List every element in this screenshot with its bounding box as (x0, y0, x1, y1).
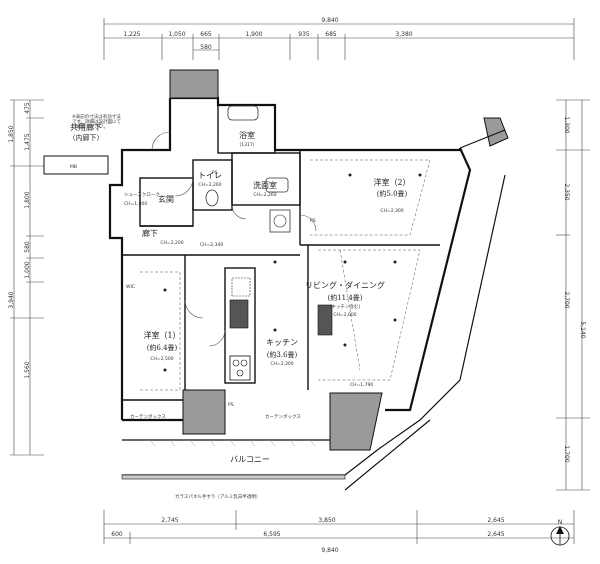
top-dimensions (103, 18, 575, 60)
note-line-3: ご確認ください。 (72, 123, 108, 130)
top-dim-1: 1,225 (123, 31, 140, 38)
left-dim-6: 1,000 (24, 261, 31, 278)
left-dim-1: 475 (24, 102, 31, 114)
label-western2-size: (約5.0畳) (377, 189, 408, 198)
label-corridor-common: 共用廊下 (70, 122, 102, 132)
washing-machine (269, 209, 291, 233)
note-line-1: ※表記の寸法は有効寸法 (72, 113, 121, 120)
label-washroom-ch: CH=2,260 (253, 192, 276, 198)
right-dim-2: 2,350 (563, 183, 570, 200)
door-swings (151, 131, 317, 347)
note-balcony-rail: ガラスパネル手すり（アルミ乳白半透明） (175, 493, 260, 500)
ceiling-lights (163, 173, 422, 372)
label-western2-ch: CH=2,300 (380, 208, 403, 214)
shaft-block-top (169, 69, 219, 99)
label-ch-1800: CH=1,800 (124, 201, 147, 207)
right-dim-5: 1,700 (563, 445, 570, 462)
label-living-note: (キッチン含む) (330, 303, 361, 310)
label-kitchen-size: (約3.6畳) (267, 350, 298, 359)
outer-walls (108, 96, 472, 422)
label-shoe: シューズクローク (124, 191, 160, 198)
label-ps-2: PS (310, 218, 316, 224)
label-washroom: 洗面室 (253, 180, 277, 190)
label-toilet-ch: CH=2,260 (198, 182, 221, 188)
label-entrance: 玄関 (158, 194, 174, 204)
bottom-dim-upper-3: 2,645 (487, 517, 504, 524)
bottom-dim-upper-1: 2,745 (161, 517, 178, 524)
right-dimensions (556, 99, 590, 491)
balcony-rail (121, 474, 346, 480)
left-dim-4: 1,800 (24, 191, 31, 208)
top-dim-7: 3,380 (395, 31, 412, 38)
column-top-right (483, 117, 509, 147)
column-bottom-left (182, 389, 226, 435)
label-toilet: トイレ (198, 171, 222, 180)
sink (229, 299, 249, 329)
label-hall-ch: CH=2,200 (160, 240, 183, 246)
refrigerator-space (231, 277, 251, 297)
label-western2: 洋室（2） (373, 177, 410, 187)
interior-walls (121, 104, 440, 420)
kitchen-counter (317, 304, 333, 336)
bottom-total-dim: 9,840 (321, 547, 338, 554)
top-sub-dim: 580 (200, 44, 212, 51)
column-bottom-right (329, 392, 383, 451)
top-total-dim: 9,840 (321, 17, 338, 24)
ceiling-lines (140, 159, 431, 391)
bottom-dim-upper-2: 3,850 (318, 517, 335, 524)
bottom-dim-lower-1: 600 (111, 531, 123, 538)
bottom-dim-lower-2: 6,595 (263, 531, 280, 538)
bottom-dim-lower-3: 2,645 (487, 531, 504, 538)
label-western1-ch: CH=2,500 (150, 356, 173, 362)
label-western1: 洋室（1） (143, 330, 180, 340)
mb-box (43, 155, 109, 175)
bottom-dimensions (103, 510, 575, 544)
north-arrow: N (550, 519, 570, 546)
right-dim-4: 5,140 (579, 321, 586, 338)
left-dim-2: 1,850 (8, 125, 15, 142)
label-living-size: (約11.4畳) (327, 293, 362, 302)
note-curtain-2: カーテンボックス (265, 413, 301, 420)
label-ps-3: PS (228, 402, 234, 408)
left-dim-8: 1,560 (24, 361, 31, 378)
washbasin (265, 177, 289, 193)
toilet-bowl (205, 189, 219, 207)
right-dim-3: 2,700 (563, 291, 570, 308)
top-dim-6: 685 (325, 31, 337, 38)
label-kitchen: キッチン (266, 338, 298, 347)
note-curtain-1: カーテンボックス (130, 413, 166, 420)
north-label: N (558, 519, 563, 526)
right-dim-1: 1,300 (563, 116, 570, 133)
bathtub (227, 105, 259, 121)
label-bath-size: (1317) (240, 142, 255, 148)
label-balcony: バルコニー (230, 455, 270, 464)
mb-label: MB (70, 164, 77, 170)
note-line-2: です。詳細は設計図にて (72, 118, 121, 125)
top-dim-4: 1,900 (245, 31, 262, 38)
left-dimensions (10, 99, 44, 456)
label-wic: WIC (126, 284, 135, 290)
top-dim-3: 665 (200, 31, 212, 38)
label-bath: 浴室 (239, 130, 255, 140)
left-dim-7: 3,940 (8, 291, 15, 308)
left-dim-3: 1,475 (24, 133, 31, 150)
stove (229, 355, 251, 381)
label-hall: 廊下 (142, 228, 158, 238)
balcony-hatch (149, 439, 316, 447)
label-western1-size: (約6.4畳) (147, 343, 178, 352)
label-living-ch: CH=2,600 (333, 312, 356, 318)
top-dim-5: 935 (298, 31, 310, 38)
label-ch-1790: CH=1,790 (350, 382, 373, 388)
label-ps-1: PS (212, 170, 218, 176)
top-dim-2: 1,050 (168, 31, 185, 38)
label-corridor-inner: （内廊下） (69, 133, 104, 142)
left-dim-5: 580 (24, 241, 31, 253)
label-ch-2340: CH=2,340 (200, 242, 223, 248)
label-living: リビング・ダイニング (305, 280, 385, 290)
label-kitchen-ch: CH=2,300 (270, 361, 293, 367)
